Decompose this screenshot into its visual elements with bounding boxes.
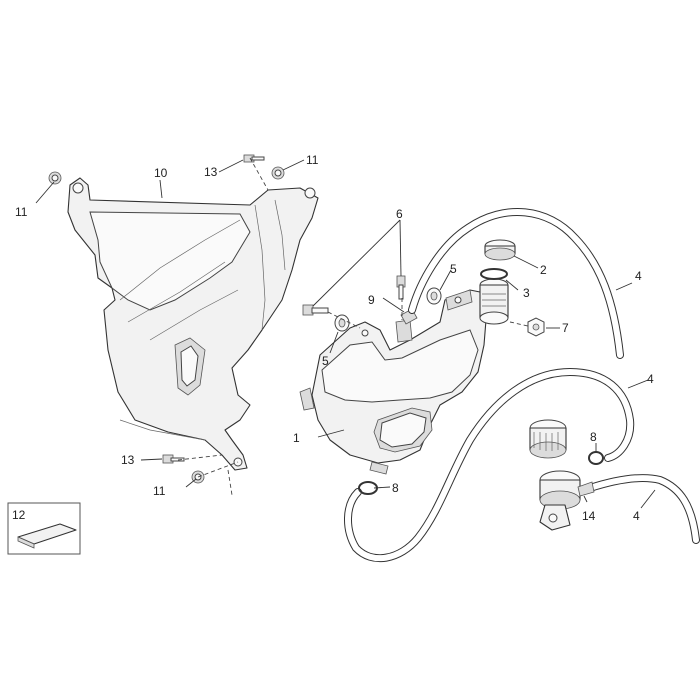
bolt-6-upper bbox=[396, 275, 406, 300]
callout-4-upper: 4 bbox=[635, 269, 642, 283]
callout-9: 9 bbox=[368, 293, 375, 307]
cap-part-2 bbox=[484, 239, 516, 261]
callout-8-left: 8 bbox=[392, 481, 399, 495]
hose-part-4-lower bbox=[586, 474, 700, 544]
callout-7: 7 bbox=[562, 321, 569, 335]
hose-part-4-middle bbox=[344, 368, 635, 563]
callout-5-upper: 5 bbox=[450, 262, 457, 276]
callout-8-right: 8 bbox=[590, 430, 597, 444]
expansion-tank-part-1 bbox=[299, 278, 509, 475]
callout-4-middle: 4 bbox=[647, 372, 654, 386]
callout-numbers: 1 2 3 4 4 4 5 5 6 7 8 8 9 10 11 11 11 12… bbox=[12, 153, 654, 523]
side-panel-part-10 bbox=[67, 177, 319, 471]
callout-4-lower: 4 bbox=[633, 509, 640, 523]
hose-clamp-part-8-right bbox=[588, 451, 604, 465]
callout-13-bottom: 13 bbox=[121, 453, 135, 467]
callout-11-top-left: 11 bbox=[15, 205, 28, 219]
fastener-11-top-left bbox=[48, 171, 62, 185]
nut-part-7 bbox=[527, 317, 545, 337]
fastener-13-top bbox=[243, 154, 265, 163]
fastener-11-top-right bbox=[271, 166, 285, 180]
callout-12: 12 bbox=[12, 508, 26, 522]
callout-14: 14 bbox=[582, 509, 596, 523]
filler-fitting-part-14 bbox=[529, 419, 595, 531]
callout-11-top-right: 11 bbox=[306, 153, 319, 167]
leader-lines bbox=[35, 159, 656, 509]
pad-part-12 bbox=[7, 502, 81, 555]
bolt-6-lower bbox=[302, 304, 329, 316]
callout-11-bottom: 11 bbox=[153, 484, 166, 498]
callout-3: 3 bbox=[523, 286, 530, 300]
callout-2: 2 bbox=[540, 263, 547, 277]
fastener-13-bottom bbox=[162, 454, 185, 464]
seal-ring-part-3 bbox=[480, 268, 508, 280]
callout-13-top: 13 bbox=[204, 165, 218, 179]
callout-6: 6 bbox=[396, 207, 403, 221]
callout-1: 1 bbox=[293, 431, 300, 445]
callout-10: 10 bbox=[154, 166, 168, 180]
washer-5-upper bbox=[426, 287, 442, 305]
washer-5-lower bbox=[334, 314, 350, 332]
callout-5-lower: 5 bbox=[322, 354, 329, 368]
hose-part-4-upper bbox=[408, 208, 624, 359]
